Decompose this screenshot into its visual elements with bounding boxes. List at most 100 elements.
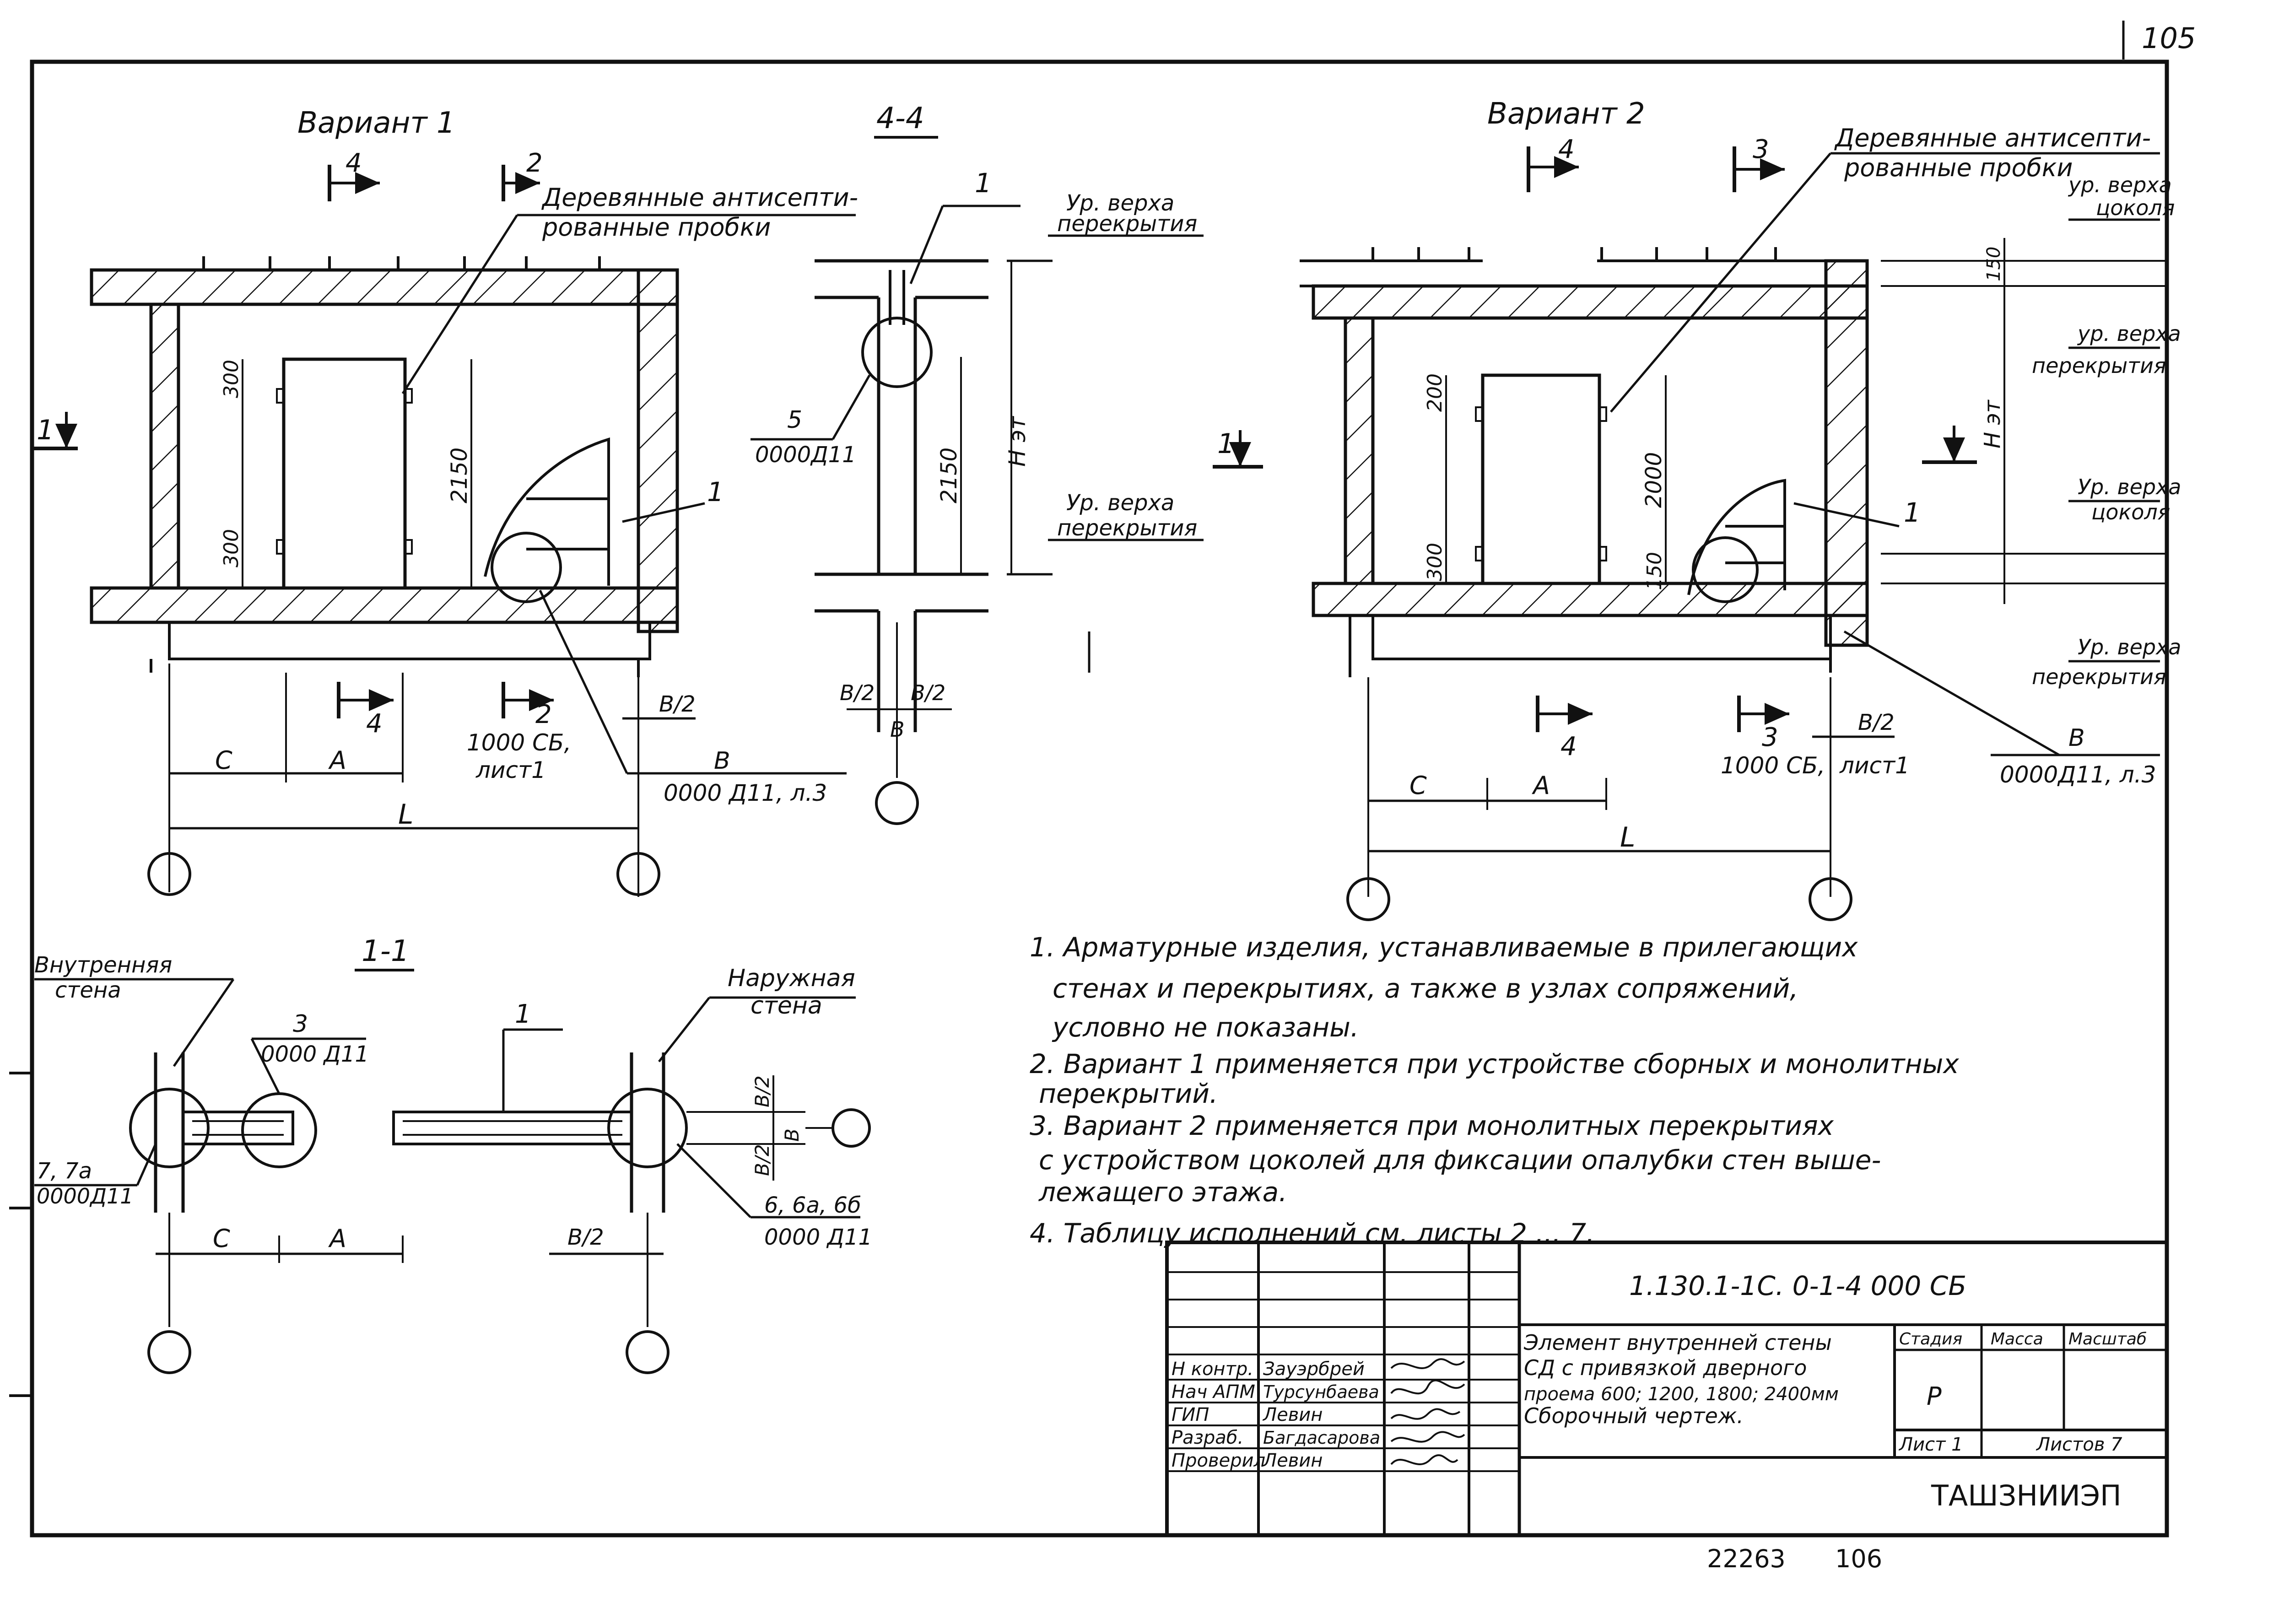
v2-level2-2: перекрытия — [2032, 353, 2166, 378]
desc-line-1: Элемент внутренней стены — [1523, 1330, 1832, 1355]
variant-2-title: Вариант 2 — [1487, 97, 1645, 131]
s44-level-top-1: Ур. верха — [1066, 190, 1174, 216]
v1-dim-300-top: 300 — [220, 360, 243, 398]
s44-level-mid-2: перекрытия — [1057, 515, 1197, 541]
s11-outer-wall-1: Наружная — [728, 965, 855, 992]
general-notes: 1. Арматурные изделия, устанавливаемые в… — [1030, 932, 1959, 1249]
footer-number: 22263 — [1707, 1544, 1786, 1573]
v1-dim-a: A — [328, 746, 346, 775]
s44-half-b-right: В/2 — [911, 680, 945, 705]
v1-plugs-label-2: рованные пробки — [542, 213, 771, 242]
section-1-1: 1-1 Внутренняя стена Наружная стена 3 00… — [34, 934, 872, 1374]
role-4: Разраб. — [1172, 1427, 1243, 1448]
v1-dim-300-bottom: 300 — [220, 529, 243, 567]
v2-dim-c: C — [1409, 771, 1427, 800]
s11-callout-7-ref: 0000Д11 — [37, 1184, 134, 1209]
sheet-label: Лист 1 — [1898, 1434, 1963, 1455]
section-4-4-callout-1: 1 — [975, 167, 992, 199]
v2-door — [1481, 373, 1601, 585]
v2-mark-4-bottom: 4 — [1560, 732, 1577, 761]
v2-callout-b-ref: 0000Д11, л.3 — [2000, 761, 2156, 788]
v1-plugs-label-1: Деревянные антисепти- — [541, 183, 858, 212]
v2-dim-300: 300 — [1423, 543, 1447, 581]
mass-label: Масса — [1991, 1330, 2043, 1349]
note-line-7: с устройством цоколей для фиксации опалу… — [1039, 1144, 1881, 1176]
s11-axis-mid — [626, 1330, 670, 1374]
name-1: Зауэрбрей — [1263, 1359, 1365, 1380]
v2-dim-2000: 2000 — [1641, 452, 1667, 508]
v2-dim-150: 150 — [1643, 552, 1666, 590]
v2-mark-3-bottom: 3 — [1762, 723, 1778, 752]
page-number: 105 — [2142, 22, 2196, 55]
v2-level1-1: ур. верха — [2068, 173, 2172, 197]
name-2: Турсунбаева — [1263, 1382, 1379, 1402]
v2-dim-200: 200 — [1423, 373, 1447, 412]
v1-axis-left — [147, 852, 191, 896]
s11-callout-6-ref: 0000 Д11 — [764, 1225, 872, 1250]
v2-level4-2: перекрытия — [2032, 664, 2166, 689]
organization: ТАШЗНИИЭП — [1931, 1479, 2122, 1512]
role-5: Проверил — [1172, 1450, 1265, 1471]
v2-dim-l: L — [1620, 821, 1635, 853]
v2-level2-1: ур. верха — [2077, 321, 2181, 346]
v1-dim-half-b: В/2 — [659, 691, 696, 717]
s11-callout-3-ref: 0000 Д11 — [261, 1041, 369, 1067]
v1-axis-right — [616, 852, 660, 896]
v2-callout-1: 1 — [1904, 497, 1921, 528]
v2-dim-half-b: В/2 — [1858, 710, 1895, 735]
s11-callout-6: 6, 6а, 6б — [764, 1192, 861, 1218]
section-4-4-callout-5-ref: 0000Д11 — [755, 442, 856, 468]
v1-mark-4-bottom: 4 — [366, 709, 383, 739]
v2-dim-150-top: 150 — [1983, 247, 2004, 281]
v1-ref-2-line1: 1000 СБ, — [467, 729, 571, 756]
variant-1-title: Вариант 1 — [297, 106, 455, 140]
v1-dim-l: L — [398, 799, 413, 831]
v2-dim-het: Н эт — [1980, 399, 2005, 448]
role-1: Н контр. — [1172, 1359, 1253, 1380]
note-line-4: 2. Вариант 1 применяется при устройстве … — [1030, 1048, 1959, 1079]
v1-dim-c: C — [215, 746, 232, 775]
role-2: Нач АПМ — [1172, 1381, 1255, 1403]
s11-inner-wall-2: стена — [55, 977, 121, 1003]
role-3: ГИП — [1172, 1404, 1209, 1425]
v2-callout-b: В — [2068, 724, 2085, 752]
v2-level1-2: цоколя — [2096, 195, 2175, 220]
name-5: Левин — [1262, 1450, 1323, 1471]
s11-axis-left — [147, 1330, 191, 1374]
s11-axis-right — [832, 1108, 871, 1148]
v1-mark-2-top: 2 — [526, 148, 543, 178]
desc-line-3: проема 600; 1200, 1800; 2400мм — [1524, 1384, 1839, 1405]
v1-callout-b: В — [714, 747, 730, 775]
v2-ref-3-line2: лист1 — [1839, 752, 1910, 779]
section-4-4-callout-5: 5 — [787, 406, 802, 434]
section-1-1-title: 1-1 — [362, 934, 410, 968]
desc-line-2: СД с привязкой дверного — [1524, 1355, 1807, 1380]
footer-page: 106 — [1835, 1544, 1882, 1573]
v2-mark-4-top: 4 — [1558, 135, 1575, 164]
v1-callout-b-ref: 0000 Д11, л.3 — [664, 780, 827, 806]
v2-level3-2: цоколя — [2091, 500, 2170, 524]
s11-b: В — [781, 1128, 803, 1142]
sheets-label: Листов 7 — [2036, 1434, 2122, 1455]
note-line-3: условно не показаны. — [1052, 1012, 1359, 1043]
note-line-6: 3. Вариант 2 применяется при монолитных … — [1030, 1110, 1834, 1141]
s11-half-b-v1: В/2 — [751, 1075, 773, 1107]
s44-level-top-2: перекрытия — [1057, 211, 1197, 237]
v2-plugs-label-1: Деревянные антисепти- — [1834, 124, 2151, 152]
s44-level-mid-1: Ур. верха — [1066, 490, 1174, 516]
v1-mark-1-left: 1 — [37, 414, 54, 446]
section-4-4-title: 4-4 — [876, 102, 924, 135]
stage-value: Р — [1927, 1382, 1942, 1411]
v1-dim-2150: 2150 — [447, 448, 472, 503]
s11-dim-a: A — [328, 1224, 346, 1253]
s11-dim-half-b: В/2 — [567, 1225, 604, 1250]
s11-dim-c: C — [213, 1224, 230, 1253]
scale-label: Масштаб — [2068, 1330, 2147, 1349]
s44-half-b-left: В/2 — [840, 680, 875, 705]
name-4: Багдасарова — [1263, 1428, 1380, 1448]
note-line-8: лежащего этажа. — [1038, 1176, 1287, 1208]
v2-ref-3-line1: 1000 СБ, — [1721, 752, 1825, 779]
s11-half-b-v2: В/2 — [751, 1144, 773, 1176]
v2-plugs-label-2: рованные пробки — [1844, 153, 2073, 182]
